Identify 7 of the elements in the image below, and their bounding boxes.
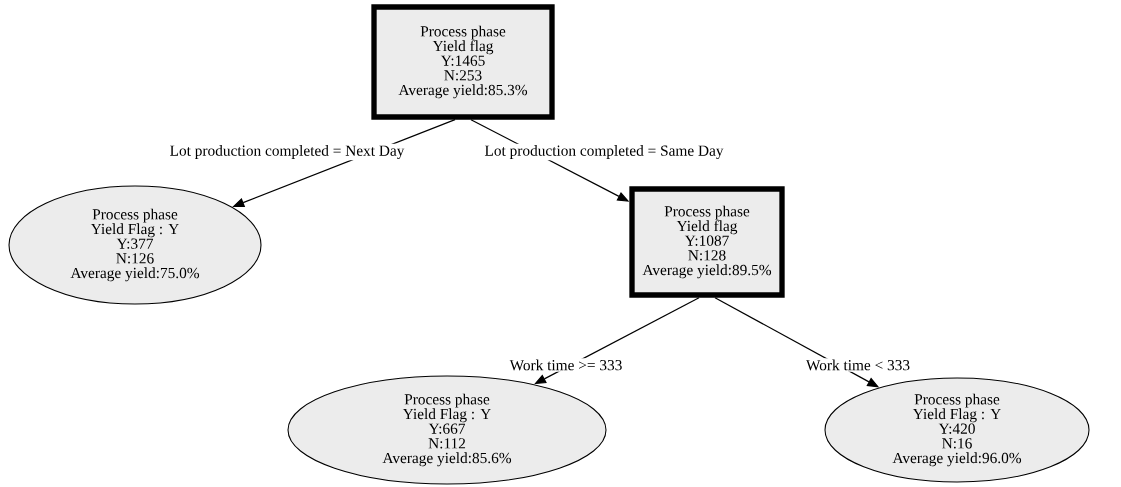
edge-label: Work time < 333: [804, 358, 912, 372]
decision-box: Process phase Yield flag Y:1087 N:128 Average yield:89.5%: [629, 186, 785, 298]
edge-label: Work time >= 333: [508, 358, 624, 372]
decision-box: Process phase Yield flag Y:1465 N:253 Average yield:85.3%: [371, 4, 555, 120]
edge-label: Lot production completed = Next Day: [168, 143, 406, 161]
edge-label: Lot production completed = Same Day: [483, 143, 725, 161]
arrow: [534, 297, 700, 385]
